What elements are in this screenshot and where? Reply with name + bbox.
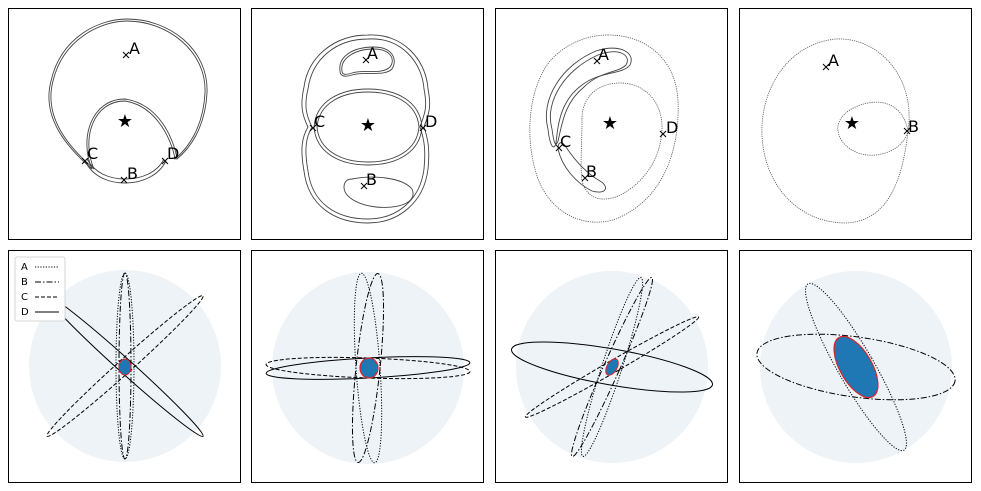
- orbit-diagram-1: ★ A B C D: [48, 18, 208, 184]
- ellipse-diagram-3: [511, 271, 713, 463]
- panel-top-1: ★ A B C D: [8, 8, 241, 240]
- point-label-C: C: [560, 132, 571, 151]
- legend-label-D: D: [21, 307, 29, 318]
- point-label-A: A: [367, 44, 378, 63]
- central-blob: [118, 358, 132, 376]
- point-label-D: D: [425, 112, 437, 131]
- ellipse-diagram-2: [265, 272, 471, 464]
- ellipse-A: [115, 272, 135, 460]
- panel-bottom-1: A B C D: [8, 250, 241, 483]
- legend: A B C D: [14, 256, 66, 322]
- point-label-D: D: [167, 144, 179, 163]
- central-blob: [833, 335, 879, 399]
- panel-top-2: ★ A B C D: [251, 8, 484, 240]
- point-label-A: A: [828, 51, 839, 70]
- point-label-A: A: [598, 45, 609, 64]
- ellipse-B: [756, 333, 956, 401]
- star-marker: ★: [360, 115, 376, 136]
- point-label-D: D: [666, 118, 678, 137]
- legend-label-B: B: [21, 277, 28, 288]
- panel-bottom-2: [251, 250, 484, 483]
- legend-label-A: A: [21, 262, 28, 273]
- panel-top-4: ★ A B: [739, 8, 972, 240]
- point-label-B: B: [586, 162, 597, 181]
- point-label-B: B: [366, 170, 377, 189]
- point-label-C: C: [87, 144, 98, 163]
- point-label-A: A: [129, 39, 140, 58]
- ellipse-D: [511, 341, 713, 393]
- ellipse-A: [580, 277, 644, 457]
- orbit-diagram-4: ★ A B: [761, 38, 919, 224]
- central-blob: [605, 358, 619, 376]
- central-blob: [359, 357, 379, 379]
- panel-bottom-4: [739, 250, 972, 483]
- star-marker: ★: [117, 111, 133, 132]
- point-label-B: B: [127, 164, 138, 183]
- legend-label-C: C: [21, 292, 28, 303]
- panel-bottom-3: [495, 250, 728, 483]
- point-label-C: C: [314, 112, 325, 131]
- point-label-B: B: [908, 117, 919, 136]
- ellipse-diagram-1: A B C D: [14, 256, 221, 462]
- orbit-diagram-2: ★ A B C D: [301, 34, 437, 224]
- ellipse-diagram-4: [756, 271, 956, 463]
- panel-top-3: ★ A B C D: [495, 8, 728, 240]
- ellipse-B: [351, 273, 385, 463]
- star-marker: ★: [602, 113, 618, 134]
- orbit-diagram-3: ★ A B C D: [529, 34, 679, 223]
- star-marker: ★: [844, 113, 860, 134]
- ellipse-A: [353, 272, 383, 464]
